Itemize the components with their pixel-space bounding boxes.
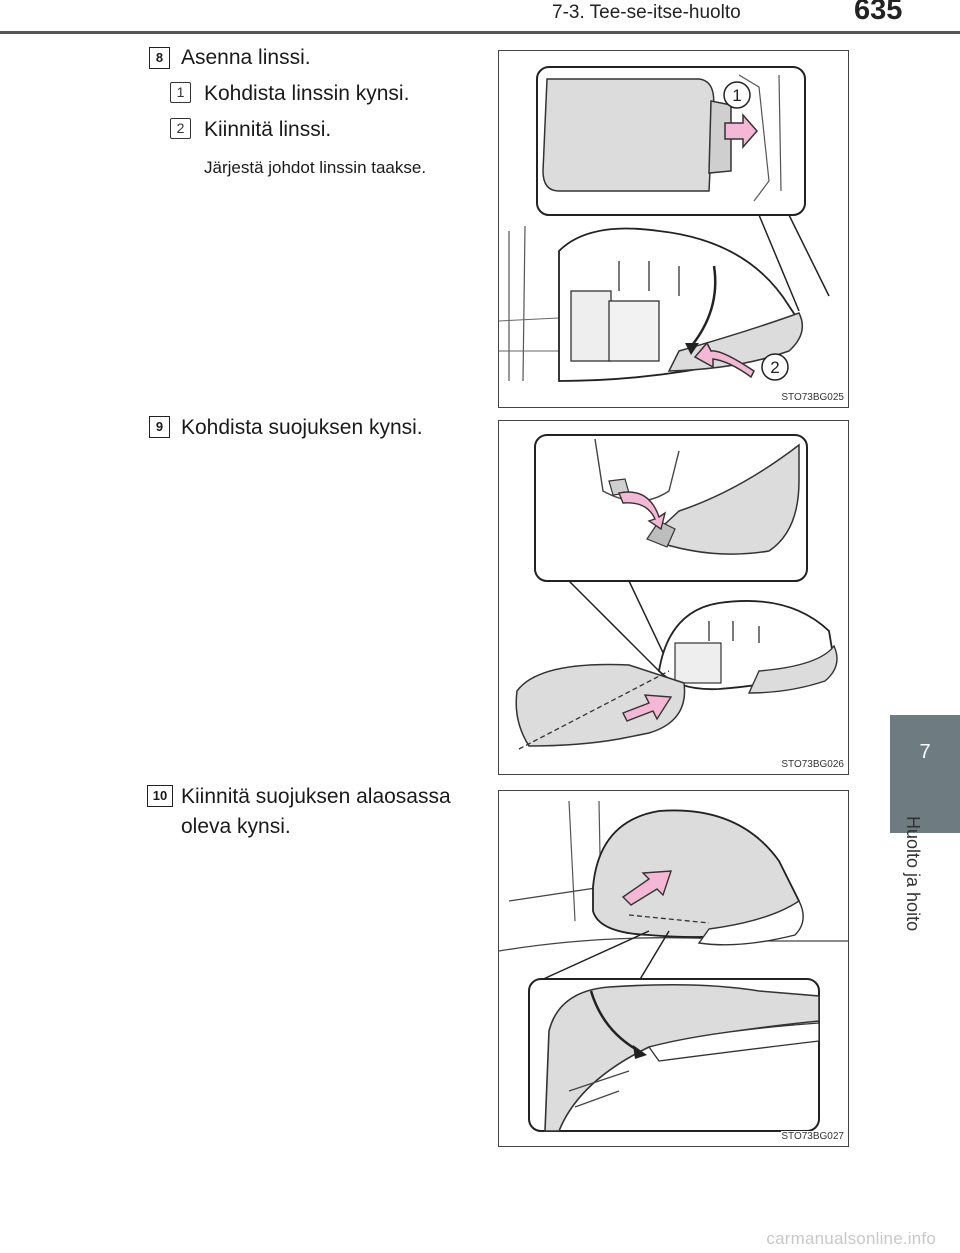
section-title: 7-3. Tee-se-itse-huolto [552, 2, 741, 23]
lens-illustration: 1 2 [499, 66, 830, 382]
step-9-text: Kohdista suojuksen kynsi. [181, 416, 423, 439]
step-10-text-line1: Kiinnitä suojuksen alaosassa [181, 785, 451, 808]
substep-badge-2: 2 [170, 118, 191, 139]
page-number: 635 [854, 0, 903, 26]
substep-1-text: Kohdista linssin kynsi. [204, 82, 410, 105]
step-badge-9: 9 [149, 416, 170, 438]
header-rule [0, 31, 960, 34]
callout-1: 1 [732, 86, 741, 105]
chapter-title: Huolto ja hoito [903, 816, 923, 932]
substep-2-text: Kiinnitä linssi. [204, 118, 332, 141]
step-8-text: Asenna linssi. [181, 46, 311, 69]
figure-cover-attach: STO73BG027 [498, 790, 849, 1147]
cover-align-illustration [515, 434, 838, 750]
callout-2: 2 [770, 358, 779, 377]
chapter-tab[interactable]: 7 [890, 715, 960, 833]
figure-code: STO73BG027 [781, 1131, 844, 1142]
footer-watermark[interactable]: carmanualsonline.info [766, 1229, 936, 1248]
substep-badge-1: 1 [170, 82, 191, 103]
step-10-text-line2: oleva kynsi. [181, 815, 291, 838]
step-badge-10: 10 [147, 785, 173, 807]
cover-attach-illustration [499, 800, 848, 1132]
page-header: 7-3. Tee-se-itse-huolto 635 [0, 0, 960, 38]
step-8-note: Järjestä johdot linssin taakse. [204, 158, 427, 177]
figure-code: STO73BG025 [781, 392, 844, 403]
figure-cover-align: STO73BG026 [498, 420, 849, 775]
step-badge-8: 8 [149, 47, 170, 69]
figure-code: STO73BG026 [781, 759, 844, 770]
figure-lens-install: 1 2 STO73BG025 [498, 50, 849, 408]
